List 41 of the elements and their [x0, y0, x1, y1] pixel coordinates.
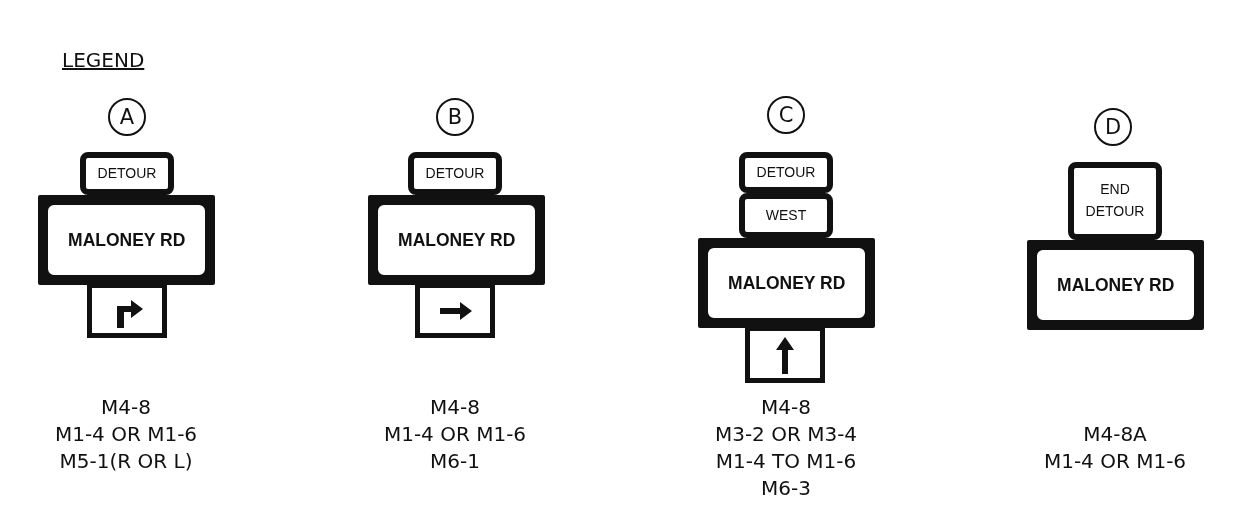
sign-code: M4-8A: [1083, 421, 1147, 448]
sign-text: WEST: [765, 205, 807, 225]
sign-text: DETOUR: [425, 163, 485, 183]
sign-panel: [80, 152, 174, 195]
sign-code: M4-8: [101, 394, 151, 421]
sign-panel: [745, 326, 825, 383]
circle-marker: [436, 98, 474, 136]
sign-text: MALONEY RD: [727, 272, 846, 294]
circle-marker: [108, 98, 146, 136]
sign-text: END DETOUR: [1085, 180, 1145, 221]
circle-marker: [1094, 108, 1132, 146]
marker-letter: D: [1104, 116, 1122, 138]
sign-panel: [739, 152, 833, 193]
sign-code: M1-4 OR M1-6: [1043, 448, 1187, 475]
sign-panel: [408, 152, 502, 195]
sign-text: DETOUR: [97, 163, 157, 183]
sign-code: M4-8: [761, 394, 811, 421]
marker-letter: C: [778, 104, 794, 126]
sign-panel: [368, 195, 545, 285]
sign-panel: [698, 238, 875, 328]
sign-panel: [1027, 240, 1204, 330]
sign-panel: [415, 283, 495, 338]
sign-code: M1-4 TO M1-6: [715, 448, 857, 475]
sign-code: M6-1: [430, 448, 480, 475]
sign-code: M1-4 OR M1-6: [54, 421, 198, 448]
sign-code: M1-4 OR M1-6: [383, 421, 527, 448]
sign-text: MALONEY RD: [1056, 274, 1175, 296]
sign-code: M4-8: [430, 394, 480, 421]
marker-letter: A: [119, 106, 135, 128]
sign-text: MALONEY RD: [397, 229, 516, 251]
legend-title: LEGEND: [62, 48, 145, 72]
sign-panel: [38, 195, 215, 285]
sign-code: M3-2 OR M3-4: [714, 421, 858, 448]
sign-code: M6-3: [761, 475, 811, 502]
sign-panel: [1068, 162, 1162, 240]
sign-panel: [87, 283, 167, 338]
marker-letter: B: [447, 106, 463, 128]
sign-text: DETOUR: [756, 162, 816, 182]
sign-text: MALONEY RD: [67, 229, 186, 251]
circle-marker: [767, 96, 805, 134]
sign-code: M5-1(R OR L): [59, 448, 193, 475]
